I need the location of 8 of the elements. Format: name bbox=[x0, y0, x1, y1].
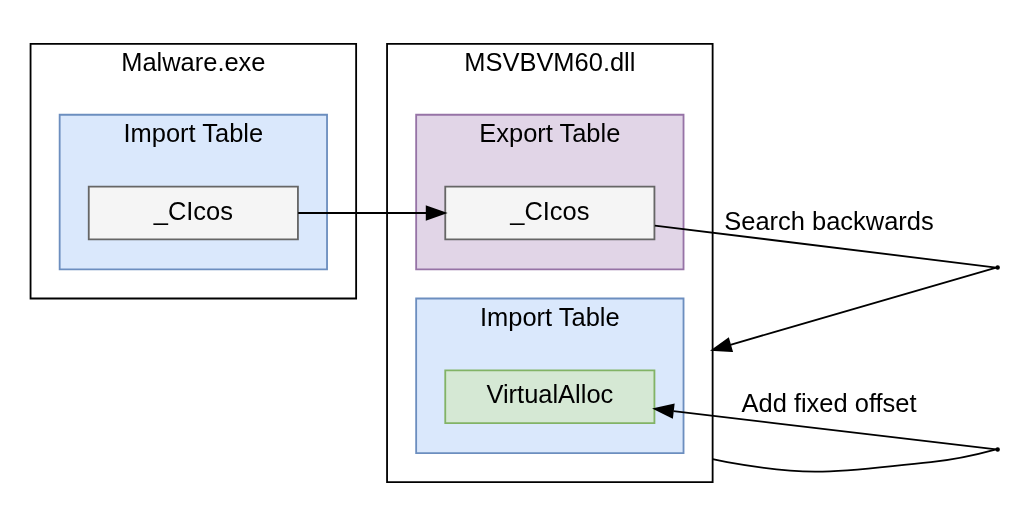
edge-label: Add fixed offset bbox=[741, 388, 917, 417]
node-box: _CIcos bbox=[87, 185, 299, 240]
arrow bbox=[297, 204, 448, 221]
node-box: _CIcos bbox=[444, 185, 656, 240]
arrow bbox=[652, 403, 998, 473]
arrow bbox=[653, 224, 998, 352]
edge-label: Search backwards bbox=[724, 206, 934, 235]
node-box: VirtualAlloc bbox=[444, 368, 656, 424]
